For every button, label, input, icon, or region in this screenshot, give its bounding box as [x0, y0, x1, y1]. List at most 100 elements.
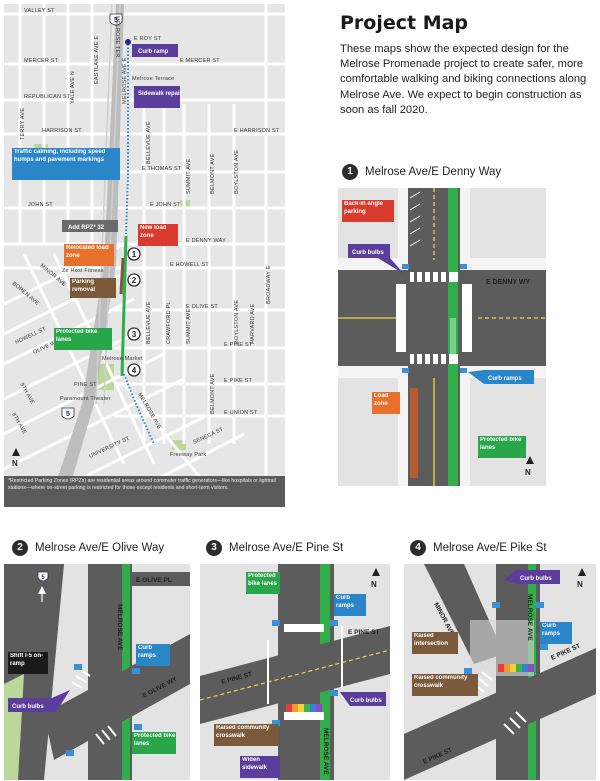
callout-shift-ramp: Shift I-5 on-ramp	[8, 652, 48, 674]
svg-text:5: 5	[66, 411, 70, 418]
street-label: BELLEVUE AVE	[146, 301, 152, 344]
street-label: SUMMIT AVE	[186, 308, 192, 344]
street-label: E OLIVE PL	[136, 577, 172, 584]
street-label: E DENNY WAY	[186, 238, 226, 244]
detail-title: Melrose Ave/E Pine St	[229, 542, 344, 554]
street-label: E HARRISON ST	[234, 128, 280, 134]
svg-text:1: 1	[132, 250, 137, 259]
street-label: MELROSE AVE	[526, 594, 533, 641]
svg-text:3: 3	[132, 330, 137, 339]
detail-1-map: Back-in angle parking Curb bulbs Curb ra…	[338, 188, 546, 486]
callout-curb-bulbs: Curb bulbs	[348, 244, 404, 274]
street-label: VALLEY ST	[24, 8, 55, 14]
callout-curb-ramps: Curb ramps	[334, 594, 366, 616]
page-title: Project Map	[340, 12, 469, 34]
detail-number-badge: 3	[206, 540, 222, 556]
interstate-shield-icon: 5	[61, 407, 75, 420]
melrose-corridor-south	[123, 373, 155, 445]
north-arrow-icon: N	[12, 448, 20, 468]
interstate-shield-icon: 5	[37, 571, 49, 582]
street-label: BROADWAY E	[266, 265, 272, 304]
street-label: MELROSE TER	[114, 16, 120, 58]
svg-text:Sidewalk repair: Sidewalk repair	[138, 91, 183, 97]
callout-raised-intersection: Raised intersection	[412, 632, 458, 654]
landmark-label: Melrose Terrace	[132, 76, 174, 82]
callout-new-load-zone: New load zone	[138, 224, 178, 246]
overview-map: 5 5 VALLEY ST MERCER ST E MERCER ST REPU…	[4, 4, 285, 507]
detail-title: Melrose Ave/E Denny Way	[365, 166, 502, 178]
street-label: JOHN ST	[28, 202, 53, 208]
landmark-label: Paramount Theater	[60, 396, 111, 402]
callout-curb-bulbs: Curb bulbs	[340, 692, 386, 706]
street-label: E PINE ST	[224, 342, 253, 348]
callout-angle-parking: Back-in angle parking	[342, 200, 394, 222]
bike-lane-segment	[120, 235, 128, 377]
street-label: EASTLAKE AVE E	[94, 36, 100, 84]
street-label: MELROSE AVE E	[122, 57, 128, 104]
svg-text:N: N	[577, 580, 583, 589]
interstate-shield-icon: 5	[109, 13, 123, 26]
street-label: BELMONT AVE	[210, 373, 216, 414]
street-label: MERCER ST	[24, 58, 59, 64]
street-label: YALE AVE N	[70, 71, 76, 104]
street-label: HARRISON ST	[42, 128, 82, 134]
svg-text:Curb ramp: Curb ramp	[138, 49, 169, 55]
callout-sidewalk-repair: Sidewalk repair	[134, 86, 183, 108]
rpz-footnote: *Restricted Parking Zones (RPZs) are res…	[8, 478, 276, 491]
svg-text:Curb ramps: Curb ramps	[488, 376, 522, 382]
callout-curb-ramps: Curb ramps	[540, 622, 572, 644]
community-crosswalk	[286, 704, 322, 712]
street-label: E UNION ST	[224, 410, 258, 416]
svg-text:N: N	[12, 459, 18, 468]
street-label: TERRY AVE	[20, 108, 26, 140]
intro-paragraph: These maps show the expected design for …	[340, 43, 587, 116]
park-patch	[172, 440, 186, 450]
callout-load-zone: Load zone	[372, 392, 400, 414]
project-marker[interactable]: 2	[127, 273, 141, 287]
project-marker[interactable]: 4	[127, 363, 141, 377]
callout-parking-removal: Parking removal	[70, 278, 116, 298]
callout-widen-sidewalk: Widen sidewalk	[240, 756, 280, 778]
callout-curb-ramps: Curb ramps	[136, 644, 170, 666]
street-label: E ROY ST	[134, 36, 162, 42]
callout-curb-ramps: Curb ramps	[468, 370, 534, 384]
melrose-corridor-north	[125, 44, 129, 235]
community-crosswalk	[498, 664, 534, 672]
street-label: REPUBLICAN ST	[24, 94, 71, 100]
callout-crosswalk: Raised community crosswalk	[214, 724, 278, 746]
street-label: BOYLSTON AVE	[234, 300, 240, 344]
callout-bike-lanes: Protected bike lanes	[132, 732, 176, 754]
north-arrow-icon	[38, 586, 46, 602]
street-label: BOYLSTON AVE	[234, 150, 240, 194]
landmark-label: Ze Host Fitness	[62, 268, 104, 274]
project-marker[interactable]: 3	[127, 327, 141, 341]
detail-4-map: MINOR AVE MELROSE AVE E PIKE ST E PIKE S…	[404, 564, 596, 780]
detail-4-heading: 4 Melrose Ave/E Pike St	[410, 540, 547, 556]
street-label: BELMONT AVE	[210, 153, 216, 194]
landmark-label: Freeway Park	[170, 452, 206, 458]
parking-removal-segment	[119, 257, 125, 295]
detail-3-heading: 3 Melrose Ave/E Pine St	[206, 540, 343, 556]
street-label: PINE ST	[74, 382, 97, 388]
detail-title: Melrose Ave/E Pike St	[433, 542, 547, 554]
callout-bike-lanes: Protected bike lanes	[478, 436, 526, 458]
project-marker[interactable]: 1	[127, 247, 141, 261]
street-label: E THOMAS ST	[142, 166, 182, 172]
svg-text:Curb bulbs: Curb bulbs	[12, 704, 44, 710]
svg-text:Curb bulbs: Curb bulbs	[520, 576, 552, 582]
callout-protected-bike-lanes: Protected bike lanes	[54, 328, 112, 350]
callout-curb-bulbs: Curb bulbs	[504, 570, 560, 584]
callout-bike-lanes: Protected bike lanes	[246, 572, 280, 594]
curb-ramp-dot	[125, 39, 131, 45]
detail-number-badge: 2	[12, 540, 28, 556]
svg-text:Add RPZ* 32: Add RPZ* 32	[68, 225, 105, 231]
north-arrow-icon: N	[525, 456, 534, 477]
detail-2-heading: 2 Melrose Ave/E Olive Way	[12, 540, 164, 556]
street-label: E PINE ST	[348, 629, 379, 636]
landmark-label: Melrose Market	[102, 356, 143, 362]
svg-text:N: N	[525, 468, 531, 477]
callout-curb-ramp: Curb ramp	[132, 44, 178, 57]
street-label: CRAWFORD PL	[166, 301, 172, 344]
svg-text:4: 4	[132, 366, 137, 375]
street-label: E HOWELL ST	[170, 262, 209, 268]
